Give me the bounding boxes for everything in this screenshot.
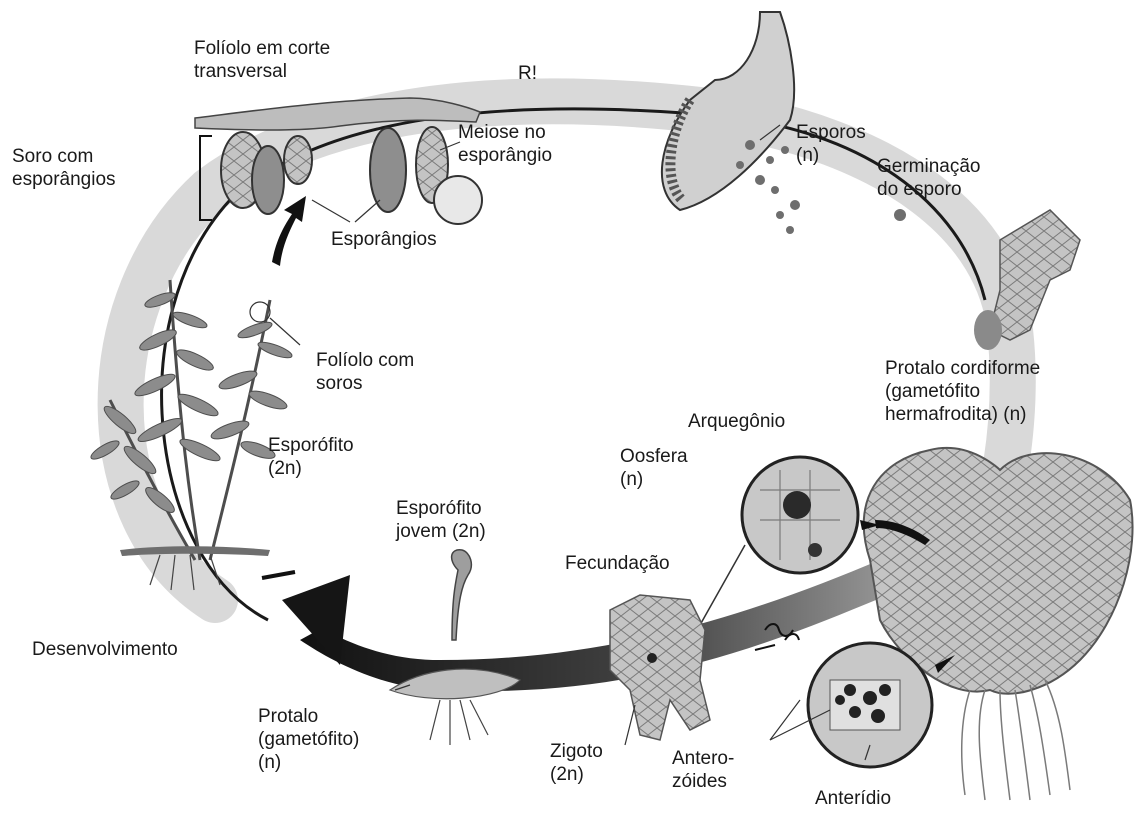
label-heart-prothallus: Protalo cordiforme (gametófito hermafrod… <box>885 357 1040 426</box>
label-sporangia: Esporângios <box>331 228 437 251</box>
label-leaflet-sori: Folíolo com soros <box>316 349 414 395</box>
cycle-line <box>162 109 985 620</box>
leaflet-cross-section <box>195 98 482 224</box>
label-sorus: Soro com esporângios <box>12 145 116 191</box>
label-r: R! <box>518 62 537 85</box>
label-zygote: Zigoto (2n) <box>550 740 603 786</box>
label-fertilization: Fecundação <box>565 552 670 575</box>
label-archegonium: Arquegônio <box>688 410 785 433</box>
label-meiosis: Meiose no esporângio <box>458 121 552 167</box>
short-dash <box>262 572 295 578</box>
label-prothallus: Protalo (gametófito) (n) <box>258 705 359 774</box>
label-young-sporophyte: Esporófito jovem (2n) <box>396 497 486 543</box>
label-sporophyte: Esporófito (2n) <box>268 434 354 480</box>
development-arrow <box>282 560 900 691</box>
label-germination: Germinação do esporo <box>877 155 981 201</box>
label-antherozoids: Antero- zóides <box>672 747 734 793</box>
label-antheridium: Anterídio <box>815 787 891 810</box>
label-oosphere: Oosfera (n) <box>620 445 688 491</box>
label-leaflet-cross-section: Folíolo em corte transversal <box>194 37 330 83</box>
label-spores: Esporos (n) <box>796 121 866 167</box>
label-development: Desenvolvimento <box>32 638 178 661</box>
young-sporophyte <box>390 550 520 745</box>
zygote-tissue <box>610 595 710 740</box>
opening-sporangium <box>662 12 794 210</box>
